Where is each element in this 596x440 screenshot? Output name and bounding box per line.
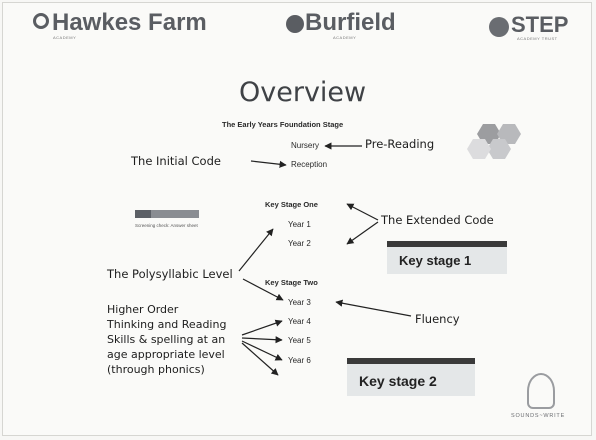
connector-arrows [238, 142, 412, 376]
arrow-extended-to-year2 [346, 221, 379, 245]
year2-label: Year 2 [288, 239, 311, 248]
arrow-initial-code-to-reception [250, 160, 287, 168]
step-logo-text: STEP [511, 12, 569, 37]
sounds-write-logo-text: SOUNDS~WRITE [511, 413, 566, 419]
year4-label: Year 4 [288, 317, 311, 326]
pre-reading-label: Pre-Reading [365, 137, 435, 151]
year1-label: Year 1 [288, 220, 311, 229]
fluency-label: Fluency [415, 312, 460, 326]
arrow-higher-to-year6 [241, 340, 283, 361]
year3-label: Year 3 [288, 298, 311, 307]
screening-check-caption: Screening check: Answer sheet [135, 223, 198, 228]
higher-order-line-3: Skills & spelling at an [107, 333, 226, 346]
page-title: Overview [239, 77, 367, 108]
nursery-label: Nursery [291, 141, 320, 150]
initial-code-label: The Initial Code [131, 154, 221, 168]
burfield-logo-sub: ACADEMY [333, 35, 357, 40]
polysyllabic-label: The Polysyllabic Level [107, 267, 233, 281]
ks1-badge: Key stage 1 [387, 241, 507, 274]
slide: Hawkes Farm ACADEMY Burfield ACADEMY STE… [2, 2, 592, 436]
year6-label: Year 6 [288, 356, 311, 365]
step-logo-icon [489, 17, 509, 37]
burfield-logo-text: Burfield [305, 9, 396, 36]
ks1-badge-label: Key stage 1 [399, 253, 472, 268]
ks2-badge-label: Key stage 2 [359, 373, 437, 389]
hawkes-farm-logo-icon [33, 13, 49, 29]
arrow-higher-to-year5 [241, 336, 283, 344]
higher-order-line-4: age appropriate level [107, 348, 225, 361]
arrow-extended-to-ks1 [346, 203, 379, 221]
arrow-higher-to-ks2-badge [241, 342, 279, 376]
arrow-fluency-to-year3 [335, 299, 412, 317]
arrow-higher-to-year4 [241, 319, 283, 336]
higher-order-line-5: (through phonics) [107, 363, 205, 376]
eyfs-hexagon-icon [467, 124, 521, 159]
burfield-logo-icon [286, 15, 304, 33]
ks1-heading: Key Stage One [265, 200, 318, 209]
higher-order-line-1: Higher Order [107, 303, 179, 316]
hawkes-farm-logo-sub: ACADEMY [53, 35, 77, 40]
hawkes-farm-logo-text: Hawkes Farm [52, 9, 207, 36]
arrow-polysyllabic-to-year3 [242, 278, 284, 301]
higher-order-line-2: Thinking and Reading [107, 318, 227, 331]
ks2-badge: Key stage 2 [347, 358, 475, 396]
year5-label: Year 5 [288, 336, 311, 345]
step-logo-sub: ACADEMY TRUST [517, 36, 558, 41]
ks2-heading: Key Stage Two [265, 278, 318, 287]
reception-label: Reception [291, 160, 328, 169]
arrow-polysyllabic-to-year1 [238, 228, 274, 272]
extended-code-label: The Extended Code [381, 213, 494, 227]
eyfs-heading: The Early Years Foundation Stage [222, 120, 344, 129]
screening-check-image [135, 210, 199, 218]
sounds-write-logo-icon [527, 373, 555, 409]
